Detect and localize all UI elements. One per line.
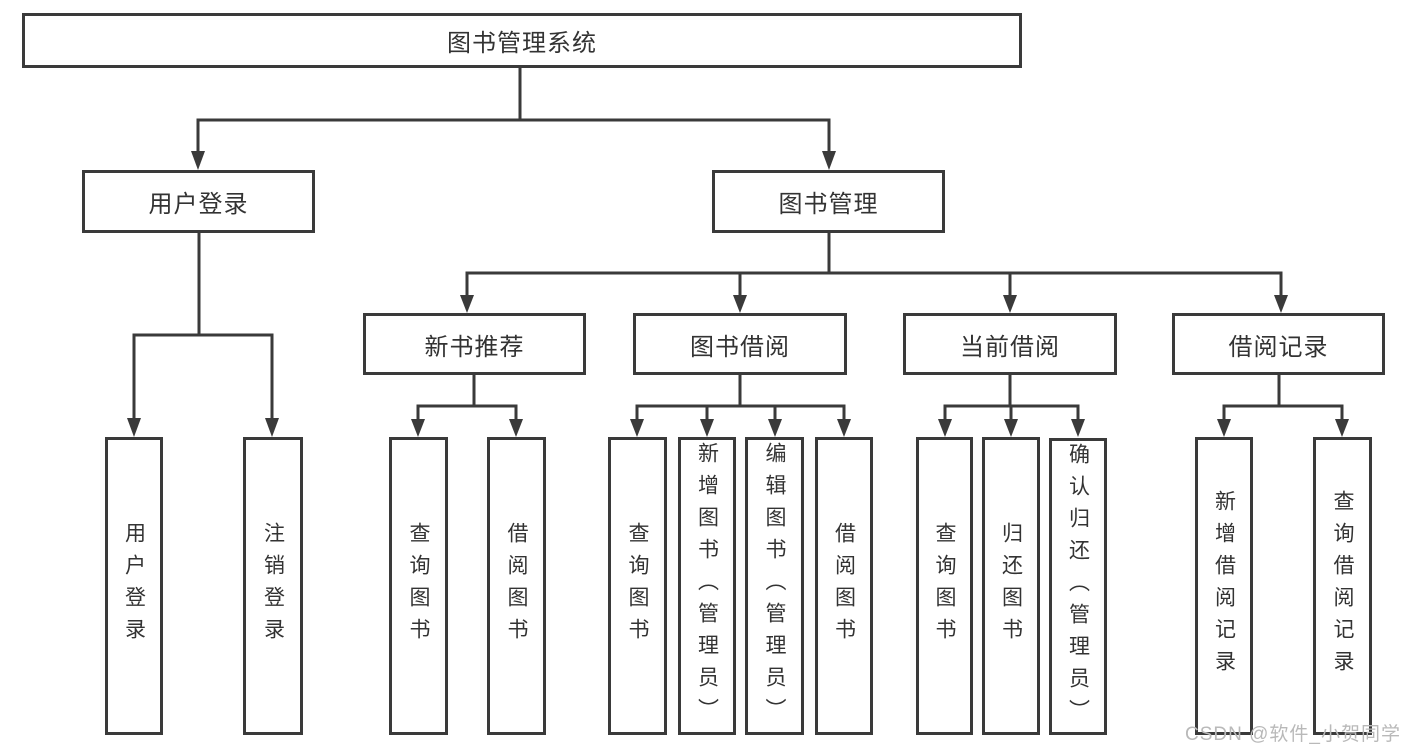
arrowhead-icon (127, 418, 141, 437)
node-label: 图书管理 (778, 191, 879, 218)
arrowhead-icon (938, 419, 952, 437)
node-label: 编辑图书（管理员） (763, 442, 786, 730)
arrowhead-icon (700, 419, 714, 437)
leaf-edit-books-admin: 编辑图书（管理员） (745, 437, 804, 735)
node-label: 归还图书 (999, 522, 1023, 650)
node-label: 图书管理系统 (447, 30, 597, 57)
node-label: 新增借阅记录 (1212, 490, 1236, 682)
arrowhead-icon (630, 419, 644, 437)
node-user-login: 用户登录 (82, 170, 315, 233)
leaf-user-login: 用户登录 (105, 437, 163, 735)
arrowhead-icon (265, 418, 279, 437)
node-label: 借阅图书 (505, 522, 528, 650)
arrowhead-icon (822, 151, 836, 170)
leaf-query-books-1: 查询图书 (389, 437, 448, 735)
leaf-logout: 注销登录 (243, 437, 303, 735)
leaf-return-books: 归还图书 (982, 437, 1040, 735)
arrowhead-icon (733, 295, 747, 313)
arrowhead-icon (191, 151, 205, 170)
node-label: 借阅记录 (1228, 333, 1329, 361)
node-label: 注销登录 (261, 522, 285, 650)
node-label: 新增图书（管理员） (695, 442, 719, 730)
node-book-management: 图书管理 (712, 170, 945, 233)
arrowhead-icon (509, 419, 523, 437)
node-label: 查询借阅记录 (1331, 490, 1354, 682)
leaf-confirm-return-admin: 确认归还（管理员） (1049, 438, 1107, 735)
node-label: 借阅图书 (832, 522, 856, 650)
leaf-borrow-books-1: 借阅图书 (487, 437, 546, 735)
edge-new-book-rec-to-leaves (411, 375, 523, 437)
edge-book-borrow-to-leaves (630, 375, 851, 437)
node-new-book-recommend: 新书推荐 (363, 313, 586, 375)
node-label: 确认归还（管理员） (1066, 442, 1090, 731)
edge-root-to-level1 (191, 68, 836, 170)
node-label: 查询图书 (407, 522, 430, 650)
leaf-add-books-admin: 新增图书（管理员） (678, 437, 736, 735)
arrowhead-icon (837, 419, 851, 437)
node-label: 当前借阅 (960, 333, 1060, 361)
node-label: 用户登录 (122, 522, 146, 650)
arrowhead-icon (460, 295, 474, 313)
leaf-borrow-books-2: 借阅图书 (815, 437, 873, 735)
arrowhead-icon (1217, 419, 1231, 437)
leaf-add-borrow-record: 新增借阅记录 (1195, 437, 1253, 735)
node-current-borrow: 当前借阅 (903, 313, 1117, 375)
node-borrow-records: 借阅记录 (1172, 313, 1385, 375)
node-label: 查询图书 (933, 522, 956, 650)
node-library-system: 图书管理系统 (22, 13, 1022, 68)
node-label: 新书推荐 (424, 333, 525, 361)
node-label: 图书借阅 (690, 333, 790, 361)
arrowhead-icon (1003, 295, 1017, 313)
node-label: 用户登录 (148, 191, 249, 218)
node-label: 查询图书 (626, 522, 649, 650)
arrowhead-icon (1071, 419, 1085, 437)
arrowhead-icon (1335, 419, 1349, 437)
arrowhead-icon (1274, 295, 1288, 313)
leaf-query-borrow-record: 查询借阅记录 (1313, 437, 1372, 735)
arrowhead-icon (1004, 419, 1018, 437)
leaf-query-books-3: 查询图书 (916, 437, 973, 735)
node-book-borrow: 图书借阅 (633, 313, 847, 375)
edge-current-borrow-to-leaves (938, 375, 1085, 437)
leaf-query-books-2: 查询图书 (608, 437, 667, 735)
edge-user-login-to-leaves (127, 233, 279, 437)
edge-book-mgmt-to-level2 (460, 233, 1288, 313)
arrowhead-icon (768, 419, 782, 437)
edge-borrow-records-to-leaves (1217, 375, 1349, 437)
arrowhead-icon (411, 419, 425, 437)
